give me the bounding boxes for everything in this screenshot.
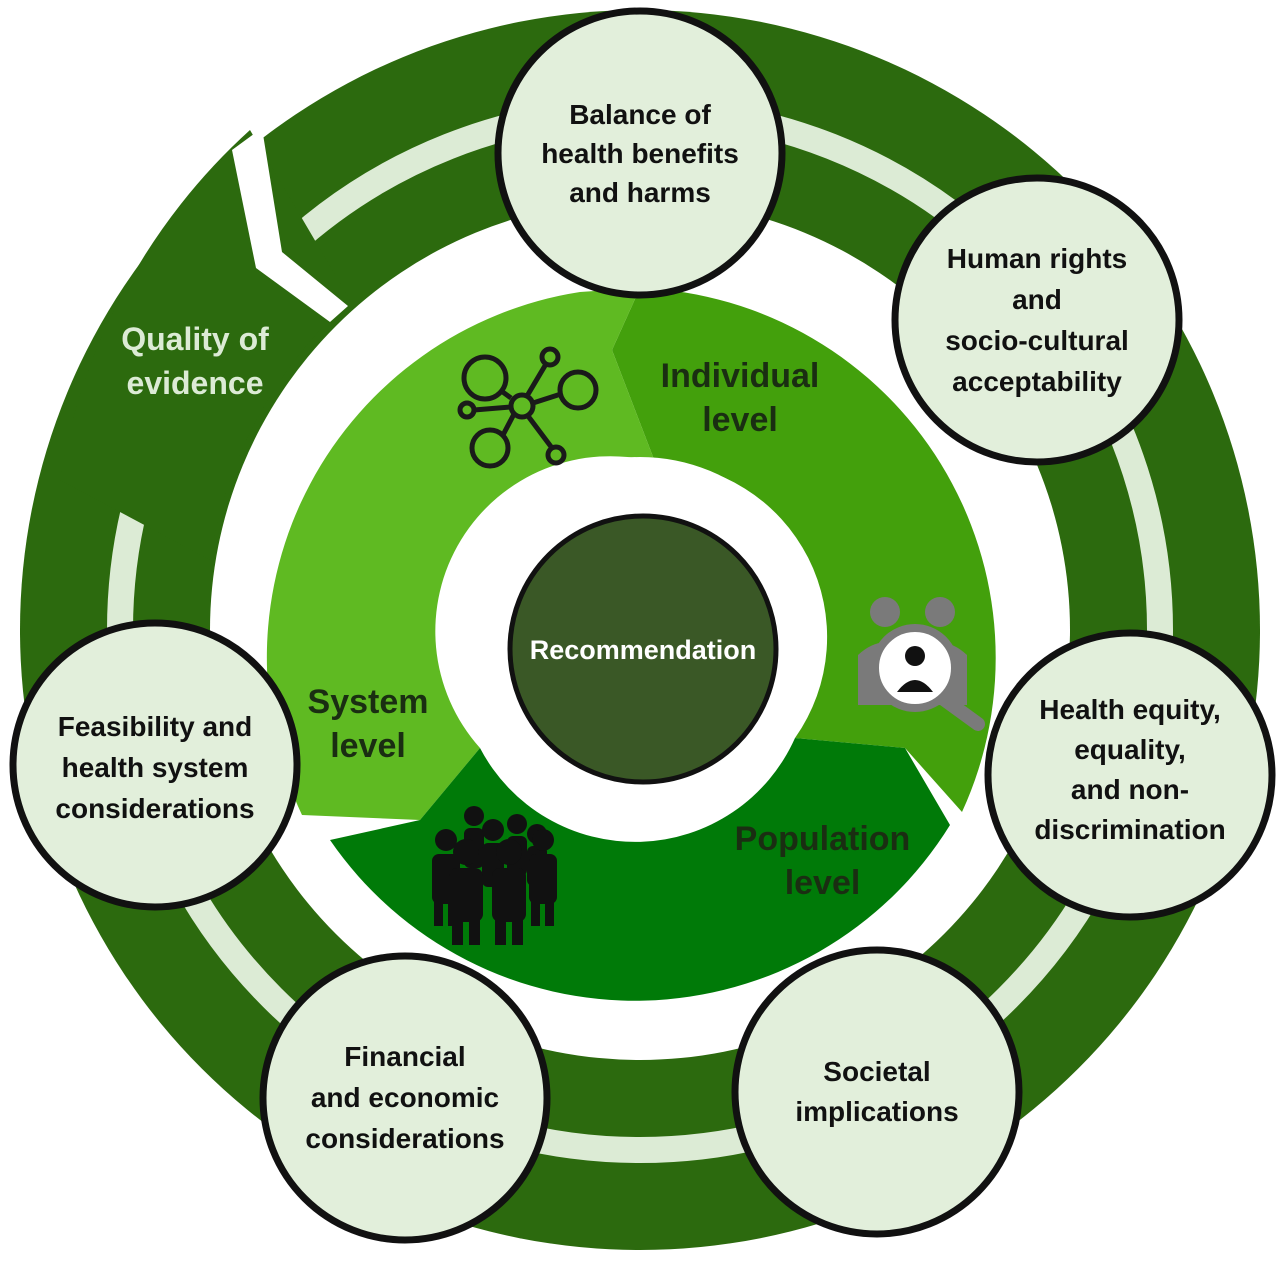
factor-health-equity-label: Health equity, equality, and non- discri… <box>1034 694 1226 845</box>
quality-of-evidence-label: Quality of evidence <box>121 321 269 401</box>
segment-population <box>330 738 950 1001</box>
factor-balance-label: Balance of health benefits and harms <box>541 98 739 208</box>
network-nodes-icon <box>457 346 599 469</box>
factor-financial-label: Financial and economic considerations <box>305 1041 505 1154</box>
segment-system <box>266 288 655 820</box>
factor-feasibility-label: Feasibility and health system considerat… <box>55 711 255 824</box>
recommendation-label: Recommendation <box>529 634 757 665</box>
person-search-icon <box>858 597 985 731</box>
factor-circle-societal <box>731 946 1023 1238</box>
factor-circle-feasibility <box>9 619 301 911</box>
crowd-icon <box>432 806 557 945</box>
system-level-label: System level <box>307 683 429 765</box>
center-circle <box>507 513 779 785</box>
factor-circle-human-rights <box>891 174 1183 466</box>
factor-circle-balance <box>494 7 786 299</box>
population-level-label: Population level <box>734 820 911 902</box>
factor-societal-label: Societal implications <box>795 1056 959 1127</box>
factor-human-rights-label: Human rights and socio-cultural acceptab… <box>945 243 1129 397</box>
factor-circle-health-equity <box>984 629 1276 921</box>
factor-circle-financial <box>259 952 551 1244</box>
individual-level-label: Individual level <box>660 357 820 439</box>
ring-notch <box>232 128 348 322</box>
